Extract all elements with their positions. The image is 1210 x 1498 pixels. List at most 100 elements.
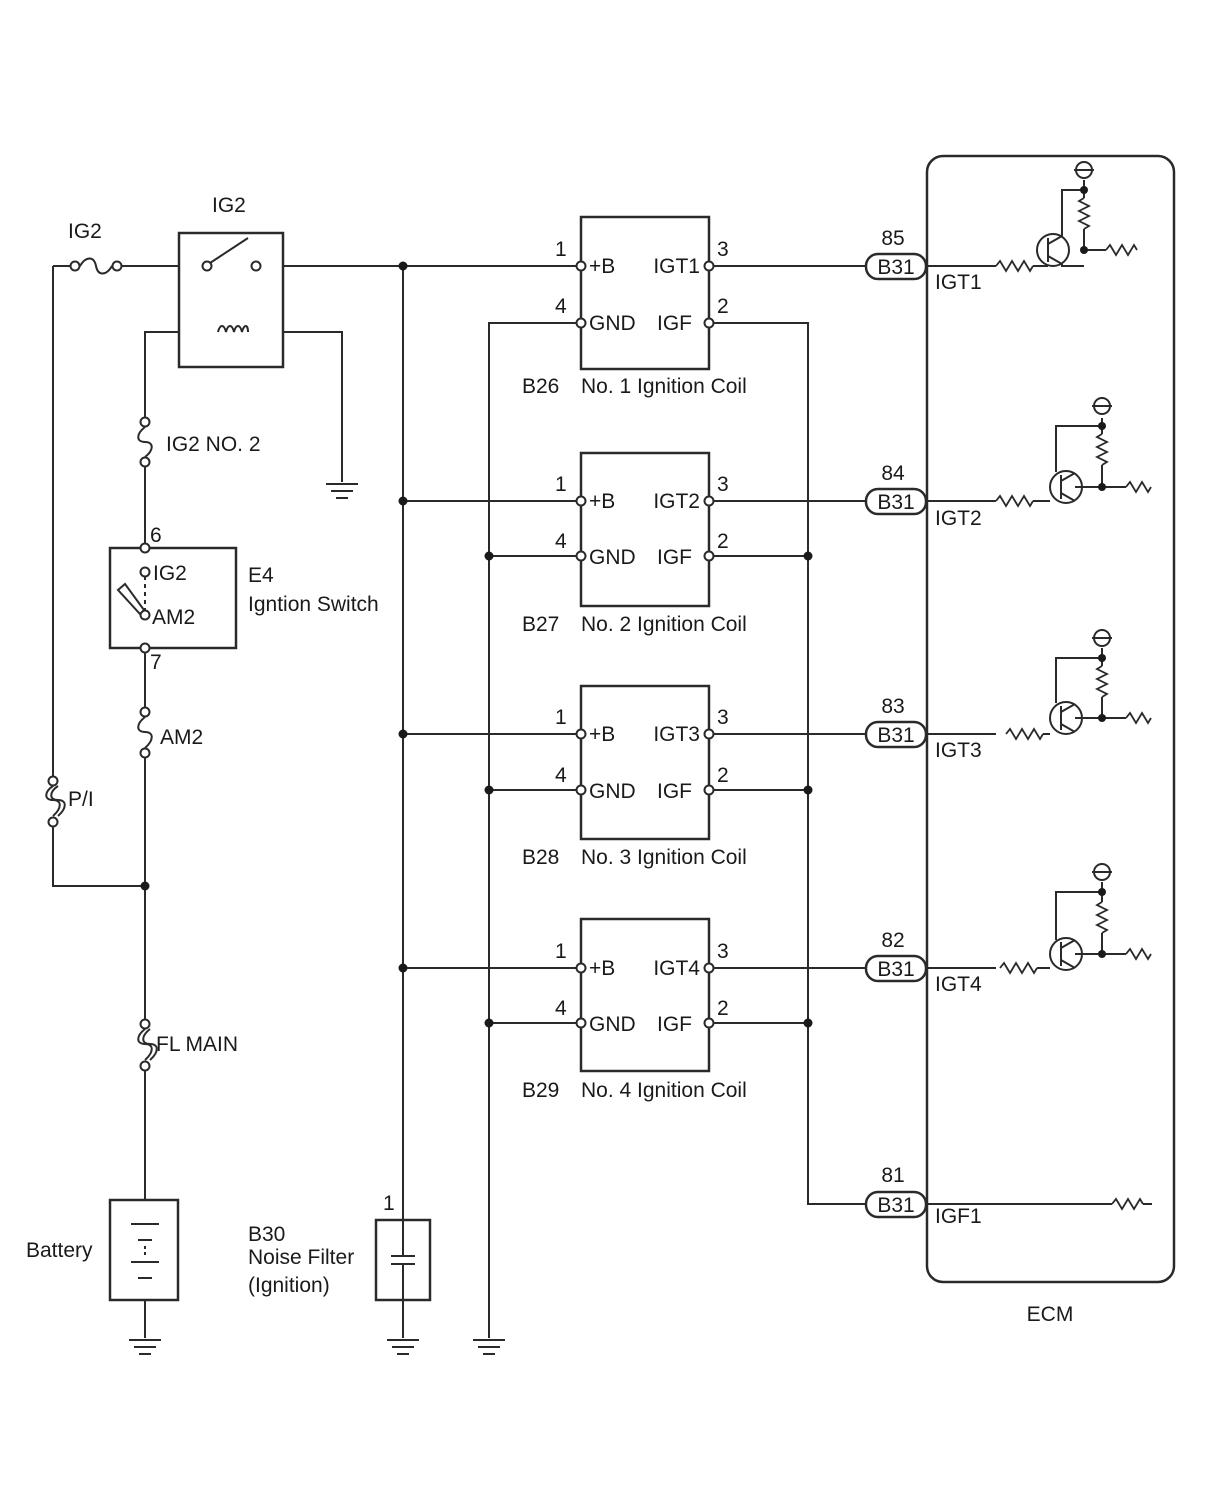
coil-4-label-igt: IGT4 bbox=[653, 957, 700, 980]
ignition-coil-2 bbox=[575, 451, 715, 608]
battery-ground-icon bbox=[129, 1339, 161, 1355]
left-supply-wiring bbox=[52, 265, 581, 1338]
ecm-connector-2-code: B31 bbox=[877, 491, 914, 514]
coil-2-name: No. 2 Ignition Coil bbox=[581, 613, 747, 636]
ecm-connector-1-pin: 85 bbox=[881, 227, 904, 250]
relay-ig2 bbox=[177, 231, 285, 369]
coil-4-label-b: +B bbox=[589, 957, 615, 980]
coil-1-label-b: +B bbox=[589, 255, 615, 278]
noise-filter bbox=[374, 1218, 432, 1338]
ecm-connector-3-code: B31 bbox=[877, 724, 914, 747]
coil-3-label-gnd: GND bbox=[589, 780, 636, 803]
switch-pin-7: 7 bbox=[150, 651, 162, 674]
ecm-connector-5-signal: IGF1 bbox=[935, 1205, 982, 1228]
coil-4-label-igf: IGF bbox=[657, 1013, 692, 1036]
switch-name: Igntion Switch bbox=[248, 593, 379, 616]
ecm-connector-2 bbox=[864, 487, 928, 516]
coil-4-pin-igf: 2 bbox=[717, 997, 729, 1020]
ecm-connector-2-signal: IGT2 bbox=[935, 507, 982, 530]
coil-1-pin-gnd: 4 bbox=[555, 295, 567, 318]
ecm-connector-5-pin: 81 bbox=[881, 1164, 904, 1187]
ecm-driver-circuit-4 bbox=[927, 863, 1152, 975]
coil-1-pin-b: 1 bbox=[555, 238, 567, 261]
coil-2-pin-b: 1 bbox=[555, 473, 567, 496]
coil-3-label-igt: IGT3 bbox=[653, 723, 700, 746]
coil-3-label-b: +B bbox=[589, 723, 615, 746]
noise-filter-ground-icon bbox=[387, 1339, 419, 1355]
ecm-connector-5-code: B31 bbox=[877, 1194, 914, 1217]
ecm-connector-5 bbox=[864, 1190, 928, 1219]
coil-3-pin-b: 1 bbox=[555, 706, 567, 729]
coil-2-pin-gnd: 4 bbox=[555, 530, 567, 553]
noise-filter-name: Noise Filter bbox=[248, 1246, 354, 1269]
coil-2-label-igt: IGT2 bbox=[653, 490, 700, 513]
coil-1-label-gnd: GND bbox=[589, 312, 636, 335]
ground-bus bbox=[484, 322, 581, 1338]
coil-1-name: No. 1 Ignition Coil bbox=[581, 375, 747, 398]
ecm-driver-circuit-3 bbox=[927, 629, 1152, 741]
switch-pin-6: 6 bbox=[150, 524, 162, 547]
fuse-ig2-no2 bbox=[137, 416, 153, 468]
ignition-coil-3 bbox=[575, 684, 715, 841]
fuse-pi bbox=[45, 775, 66, 828]
noise-filter-pin: 1 bbox=[383, 1192, 395, 1215]
coil-2-pin-igf: 2 bbox=[717, 530, 729, 553]
ecm-driver-circuit-1 bbox=[927, 161, 1138, 273]
relay-ig2-label: IG2 bbox=[212, 194, 246, 217]
battery-label: Battery bbox=[26, 1239, 93, 1262]
fuse-pi-label: P/I bbox=[68, 788, 94, 811]
coil-1-label-igt: IGT1 bbox=[653, 255, 700, 278]
ecm-connector-3-signal: IGT3 bbox=[935, 739, 982, 762]
ecm-connector-3 bbox=[864, 720, 928, 749]
coil-3-pin-igf: 2 bbox=[717, 764, 729, 787]
fuse-am2 bbox=[137, 706, 153, 759]
coil-4-label-gnd: GND bbox=[589, 1013, 636, 1036]
ignition-coil-1 bbox=[575, 215, 715, 371]
ignition-coil-4 bbox=[575, 917, 715, 1073]
igf-bus bbox=[709, 322, 866, 1205]
igt-wires bbox=[709, 265, 866, 969]
ecm-driver-circuit-2 bbox=[927, 397, 1152, 508]
coil-ground-icon bbox=[473, 1339, 505, 1355]
coil-4-pin-gnd: 4 bbox=[555, 997, 567, 1020]
battery-icon bbox=[108, 1198, 180, 1302]
coil-3-label-igf: IGF bbox=[657, 780, 692, 803]
coil-3-pin-gnd: 4 bbox=[555, 764, 567, 787]
coil-2-label-b: +B bbox=[589, 490, 615, 513]
power-bus bbox=[398, 261, 581, 1220]
fuse-fl-main-label: FL MAIN bbox=[156, 1033, 238, 1056]
coil-2-label-igf: IGF bbox=[657, 546, 692, 569]
fuse-am2-label: AM2 bbox=[160, 726, 203, 749]
junction-pi bbox=[140, 881, 150, 891]
coil-3-code: B28 bbox=[522, 846, 559, 869]
ecm-connector-1-signal: IGT1 bbox=[935, 271, 982, 294]
ignition-switch bbox=[108, 542, 238, 654]
fuse-ig2-no2-label: IG2 NO. 2 bbox=[166, 433, 261, 456]
switch-code: E4 bbox=[248, 564, 274, 587]
ecm-igf-input bbox=[927, 1197, 1152, 1211]
ecm-connector-1 bbox=[864, 252, 928, 281]
switch-term-am2: AM2 bbox=[152, 606, 195, 629]
coil-1-pin-igf: 2 bbox=[717, 295, 729, 318]
ecm-connector-3-pin: 83 bbox=[881, 695, 904, 718]
coil-3-pin-igt: 3 bbox=[717, 706, 729, 729]
noise-filter-code: B30 bbox=[248, 1223, 285, 1246]
coil-4-code: B29 bbox=[522, 1079, 559, 1102]
ecm-connector-1-code: B31 bbox=[877, 256, 914, 279]
ecm-connector-4-code: B31 bbox=[877, 958, 914, 981]
coil-4-name: No. 4 Ignition Coil bbox=[581, 1079, 747, 1102]
coil-2-pin-igt: 3 bbox=[717, 473, 729, 496]
fuse-ig2 bbox=[69, 257, 123, 275]
ecm-label: ECM bbox=[1027, 1303, 1074, 1326]
coil-4-pin-b: 1 bbox=[555, 940, 567, 963]
ecm-connector-2-pin: 84 bbox=[881, 462, 905, 485]
coil-1-pin-igt: 3 bbox=[717, 238, 729, 261]
coil-2-code: B27 bbox=[522, 613, 559, 636]
switch-term-ig2: IG2 bbox=[153, 562, 187, 585]
ecm-connector-4-pin: 82 bbox=[881, 929, 904, 952]
relay-ground-icon bbox=[326, 483, 358, 499]
coil-1-label-igf: IGF bbox=[657, 312, 692, 335]
fuse-ig2-label: IG2 bbox=[68, 220, 102, 243]
coil-2-label-gnd: GND bbox=[589, 546, 636, 569]
